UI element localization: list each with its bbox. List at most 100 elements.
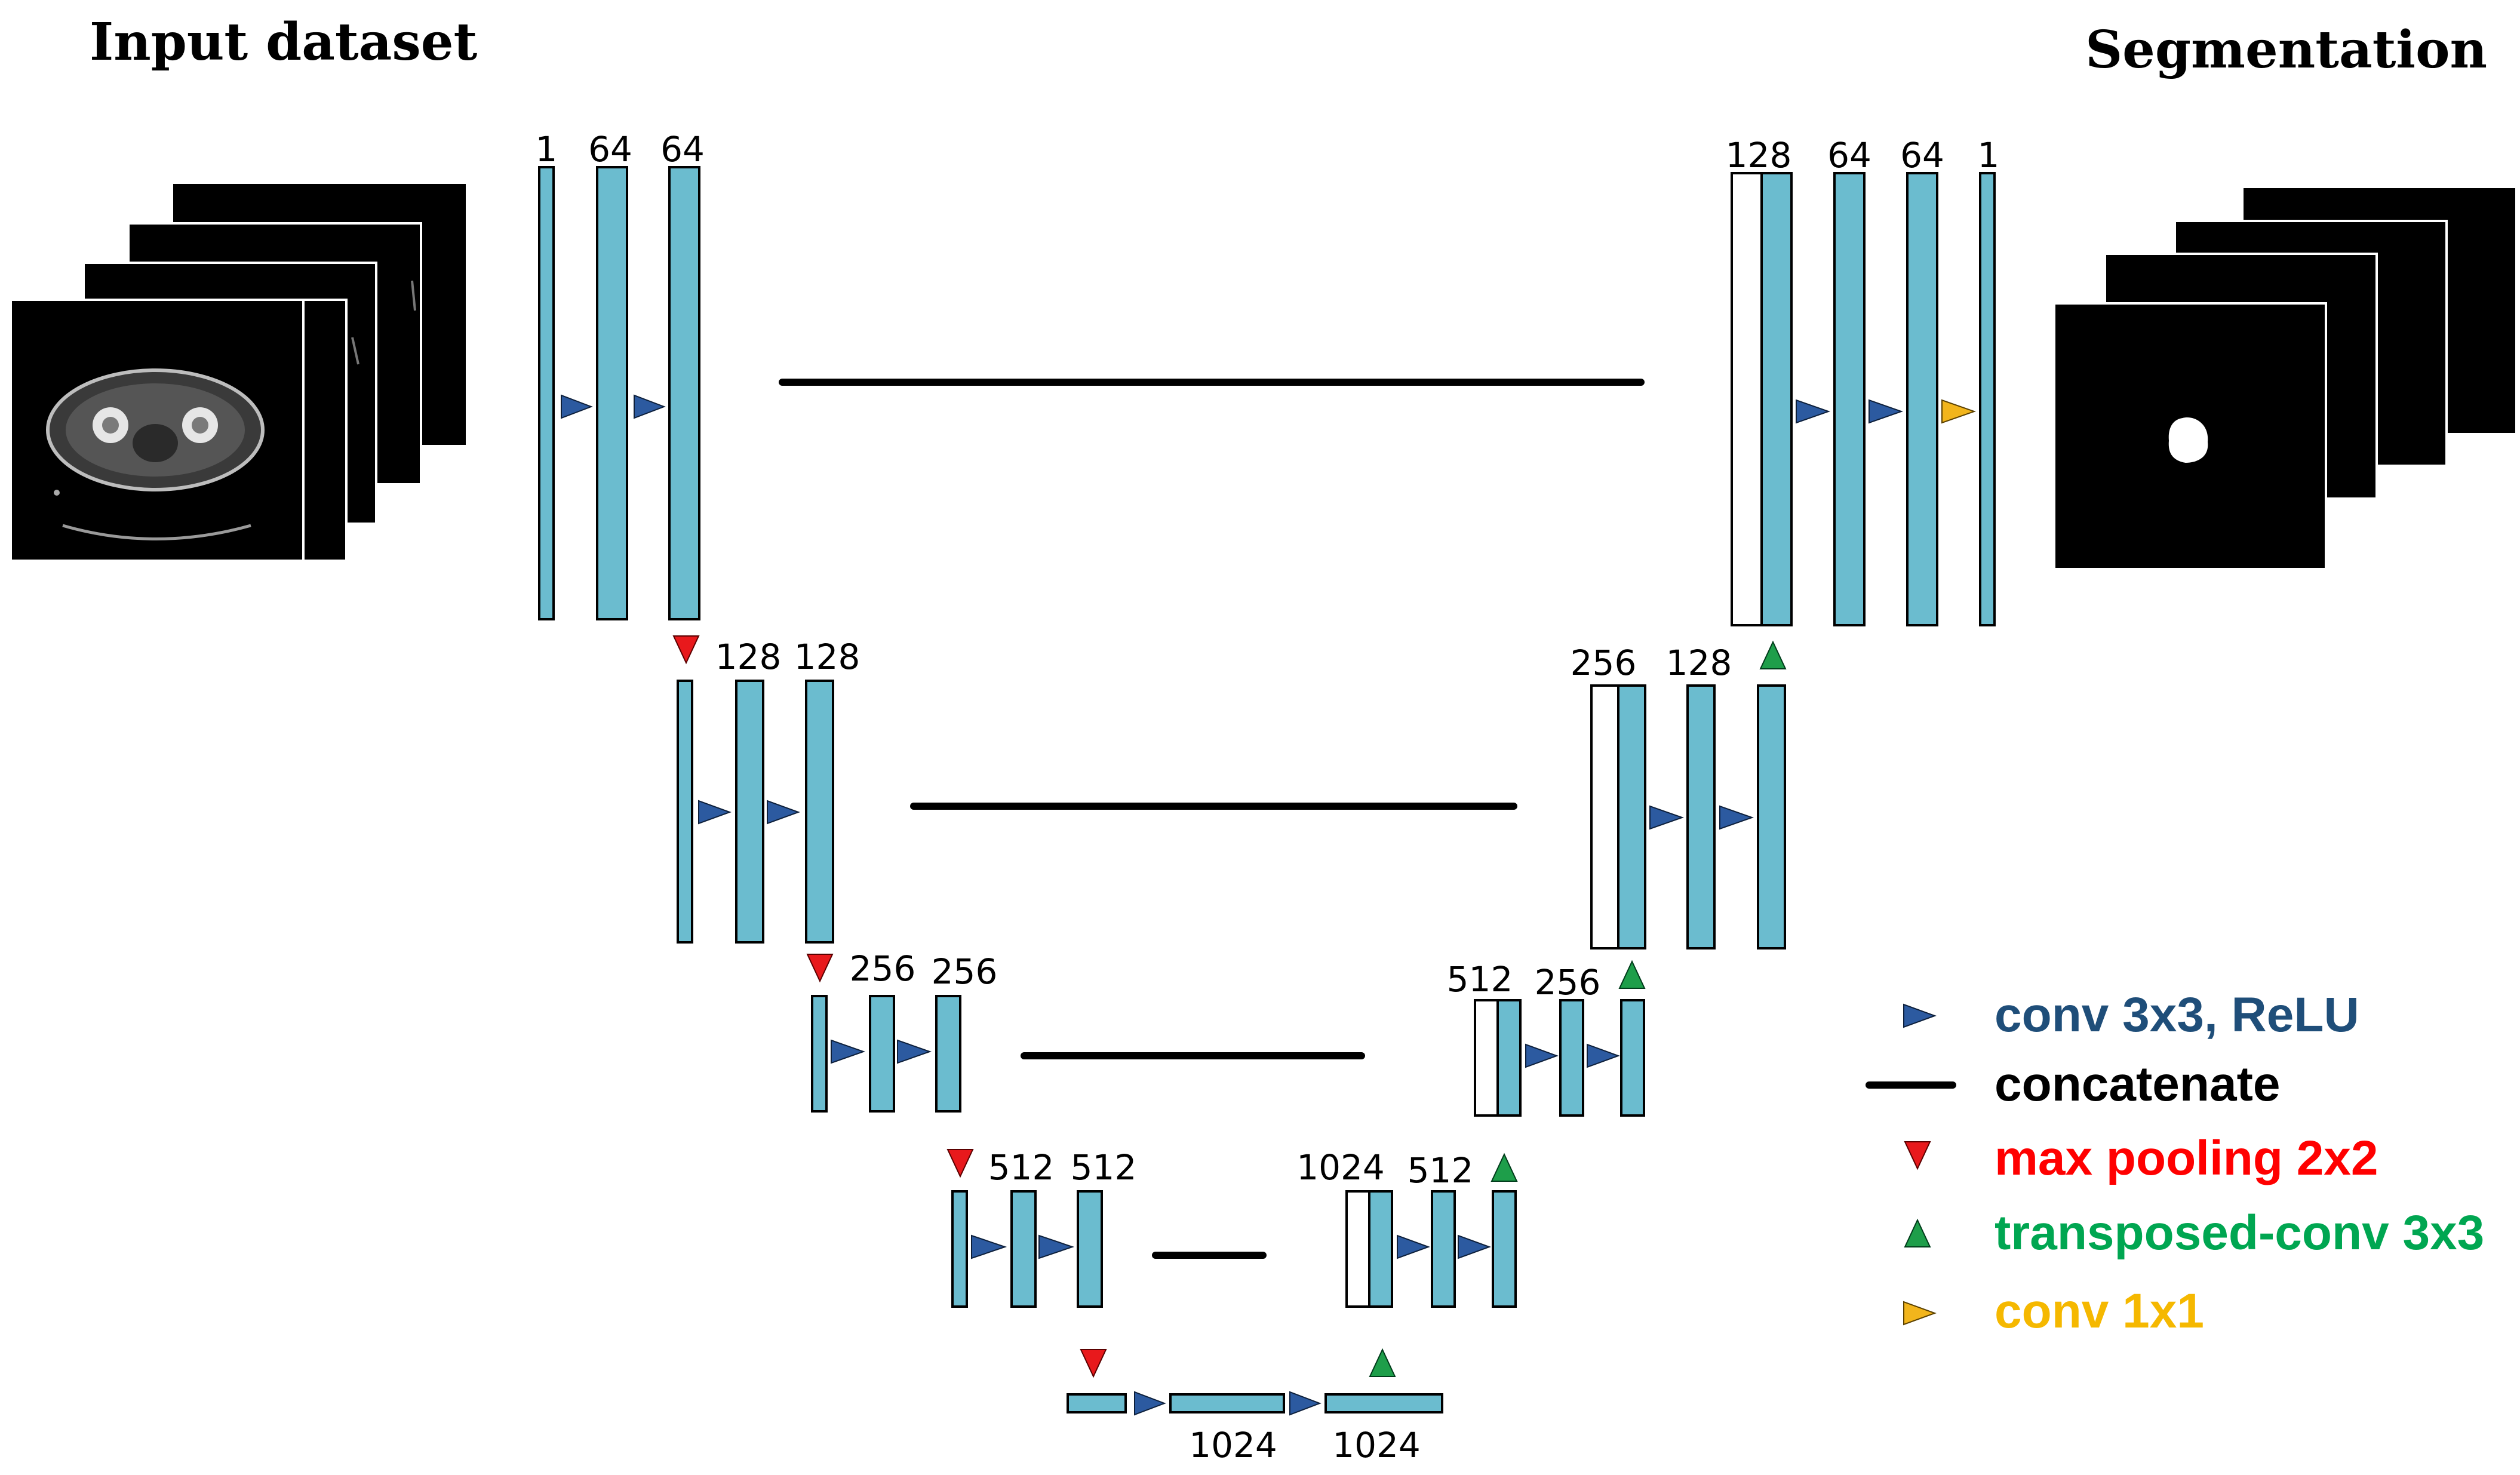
channel-label: 512 — [1447, 959, 1513, 1000]
legend-label-up-conv: transposed-conv 3x3 — [1995, 1206, 2484, 1260]
conv3x3-icon — [698, 800, 732, 825]
right-triangle-icon — [1903, 1003, 1937, 1028]
feature-map-enc2-conv2 — [805, 680, 834, 944]
feature-map-dec3-conv2 — [1620, 999, 1645, 1117]
feature-map-enc2-conv1 — [735, 680, 764, 944]
channel-label: 512 — [1071, 1147, 1137, 1188]
down-triangle-icon — [1904, 1141, 1931, 1170]
conv3x3-icon — [1587, 1043, 1620, 1068]
channel-label: 1 — [1978, 135, 2000, 176]
feature-map-enc1-input — [538, 166, 555, 620]
channel-label: 512 — [988, 1147, 1055, 1188]
conv3x3-icon — [1525, 1043, 1559, 1068]
output-mask-stack — [2053, 188, 2515, 570]
max-pool-icon — [1080, 1349, 1107, 1378]
feature-map-dec4-skip — [1345, 1190, 1370, 1308]
channel-label: 512 — [1407, 1150, 1474, 1191]
feature-map-enc3-pool — [811, 995, 828, 1113]
feature-map-output — [1979, 172, 1996, 626]
feature-map-dec2-up — [1617, 684, 1646, 949]
conv3x3-icon — [767, 800, 800, 825]
max-pool-icon — [672, 635, 700, 665]
segmentation-title: Segmentation — [2085, 20, 2487, 80]
feature-map-enc4-conv1 — [1010, 1190, 1037, 1308]
channel-label: 256 — [1535, 962, 1601, 1003]
channel-label: 64 — [1827, 135, 1871, 176]
feature-map-dec2-conv2 — [1757, 684, 1786, 949]
legend-label-max-pool: max pooling 2x2 — [1995, 1131, 2378, 1185]
ct-slice-image — [46, 280, 416, 540]
conv3x3-icon — [1038, 1234, 1075, 1259]
up-conv-icon — [1369, 1348, 1396, 1377]
legend-item-concatenate: concatenate — [1866, 1057, 2281, 1111]
legend: conv 3x3, ReLU concatenate max pooling 2… — [1866, 988, 2484, 1338]
feature-map-dec1-conv2 — [1906, 172, 1938, 626]
channel-label: 128 — [794, 637, 861, 677]
feature-map-dec4-up — [1368, 1190, 1393, 1308]
channel-label: 128 — [1726, 135, 1792, 176]
conv3x3-icon — [1719, 805, 1754, 830]
input-dataset-title: Input dataset — [90, 12, 478, 72]
channel-label: 128 — [715, 637, 782, 677]
legend-label-conv3x3: conv 3x3, ReLU — [1995, 988, 2359, 1042]
feature-map-dec1-conv1 — [1833, 172, 1866, 626]
channel-label: 1024 — [1189, 1425, 1277, 1465]
channel-label: 64 — [588, 129, 632, 170]
segmentation-mask-blob — [2168, 417, 2208, 463]
up-conv-icon — [1618, 960, 1646, 989]
max-pool-icon — [946, 1149, 974, 1178]
up-conv-icon — [1491, 1153, 1518, 1182]
feature-map-dec4-conv2 — [1492, 1190, 1517, 1308]
up-conv-markers — [1369, 640, 1787, 1377]
conv3x3-icon — [1796, 399, 1831, 424]
conv3x3-icon — [1289, 1391, 1322, 1416]
feature-map-dec4-conv1 — [1431, 1190, 1456, 1308]
max-pool-markers — [672, 635, 1107, 1378]
channel-label: 1024 — [1296, 1147, 1385, 1188]
feature-map-dec1-skip — [1731, 172, 1763, 626]
channel-label: 1024 — [1332, 1425, 1421, 1465]
input-image-stack — [10, 184, 466, 562]
feature-map-dec2-conv1 — [1686, 684, 1716, 949]
feature-map-enc1-conv2 — [668, 166, 700, 620]
legend-item-up-conv: transposed-conv 3x3 — [1904, 1206, 2484, 1260]
skip-connections — [779, 379, 1645, 1259]
conv3x3-icon — [561, 394, 593, 419]
conv3x3-markers — [561, 394, 1904, 1416]
conv3x3-icon — [634, 394, 666, 419]
up-conv-icon — [1759, 640, 1787, 669]
channel-label: 256 — [850, 948, 916, 989]
legend-item-conv1x1: conv 1x1 — [1903, 1284, 2204, 1338]
feature-map-enc1-conv1 — [596, 166, 628, 620]
feature-map-enc2-pool — [677, 680, 693, 944]
feature-map-enc4-pool — [951, 1190, 968, 1308]
feature-maps — [538, 166, 1996, 1413]
conv3x3-icon — [1134, 1391, 1166, 1416]
channel-label: 64 — [660, 129, 705, 170]
feature-map-dec3-skip — [1474, 999, 1499, 1117]
legend-label-concatenate: concatenate — [1995, 1057, 2281, 1111]
feature-map-bottleneck-conv2 — [1324, 1393, 1443, 1413]
feature-map-dec3-up — [1496, 999, 1522, 1117]
channel-label: 1 — [536, 129, 558, 170]
channel-label: 256 — [1571, 643, 1637, 683]
legend-label-conv1x1: conv 1x1 — [1995, 1284, 2204, 1338]
max-pool-icon — [806, 954, 834, 983]
feature-map-dec2-skip — [1590, 684, 1619, 949]
channel-label: 128 — [1666, 643, 1732, 683]
conv3x3-icon — [897, 1039, 932, 1064]
channel-label: 256 — [932, 951, 998, 992]
conv3x3-icon — [1458, 1234, 1491, 1259]
feature-map-dec1-up — [1760, 172, 1793, 626]
channel-label: 64 — [1900, 135, 1944, 176]
right-triangle-icon — [1903, 1301, 1937, 1326]
conv3x3-icon — [971, 1234, 1007, 1259]
legend-item-max-pool: max pooling 2x2 — [1904, 1131, 2378, 1185]
conv3x3-icon — [831, 1039, 866, 1064]
feature-map-dec3-conv1 — [1559, 999, 1584, 1117]
up-triangle-icon — [1904, 1218, 1931, 1247]
feature-map-bottleneck-conv1 — [1169, 1393, 1285, 1413]
conv3x3-icon — [1397, 1234, 1430, 1259]
conv1x1-icon — [1941, 399, 1977, 424]
